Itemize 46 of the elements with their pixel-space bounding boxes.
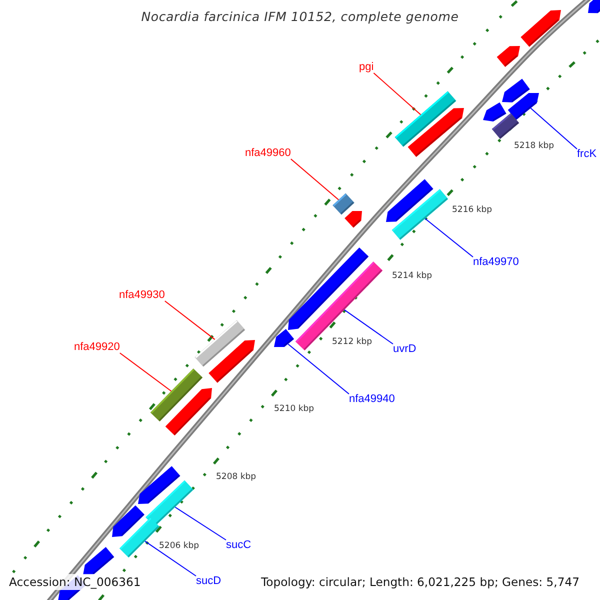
gene-label: frcK [577, 148, 597, 161]
scale-label: 5208 kbp [216, 472, 256, 483]
leader-line [424, 218, 474, 258]
gene-bar [119, 517, 160, 558]
gene-label: nfa49940 [349, 393, 395, 406]
gene-label: nfa49930 [119, 289, 165, 302]
gene-glyph [344, 211, 362, 228]
leader-line [288, 344, 350, 394]
gene-bar [492, 113, 520, 139]
leader-line [164, 300, 216, 340]
scale-label: 5216 kbp [452, 205, 492, 216]
gene-bar [146, 480, 194, 527]
leader-line [119, 352, 172, 392]
scale-label: 5218 kbp [514, 141, 554, 152]
gene-label: nfa49920 [74, 341, 120, 354]
gene-glyph [165, 388, 212, 436]
gene-glyph [496, 46, 520, 67]
gene-bar [392, 189, 448, 240]
gene-glyph [408, 108, 464, 157]
leader-line [530, 108, 578, 150]
leader-line [373, 72, 422, 116]
info-text: Accession: NC_006361 [7, 574, 143, 590]
info-text: Topology: circular; Length: 6,021,225 bp; Genes: 5,747 [259, 574, 582, 590]
gene-label: uvrD [393, 343, 416, 356]
gene-label: nfa49970 [473, 256, 519, 269]
gene-glyph [483, 102, 506, 122]
scale-label: 5210 kbp [274, 404, 314, 415]
diagram-title: Nocardia farcinica IFM 10152, complete genome [140, 9, 460, 24]
scale-label: 5206 kbp [159, 541, 200, 552]
gene-glyph [208, 340, 255, 383]
scale-label: 5214 kbp [392, 271, 432, 282]
gene-glyph [520, 10, 561, 47]
leader-line [144, 540, 196, 576]
gene-bar [295, 261, 383, 351]
scale-label: 5212 kbp [332, 337, 372, 348]
gene-label: pgi [359, 61, 374, 74]
gene-label: sucD [196, 575, 222, 588]
gene-glyph [588, 0, 600, 14]
gene-label: nfa49960 [245, 147, 291, 160]
leader-line [174, 506, 226, 540]
leader-line [344, 309, 394, 344]
gene-label: sucC [226, 539, 252, 552]
gene-glyph [274, 328, 294, 347]
leader-line [290, 158, 340, 200]
gene-glyph [83, 547, 114, 575]
gene-glyph [508, 93, 539, 120]
